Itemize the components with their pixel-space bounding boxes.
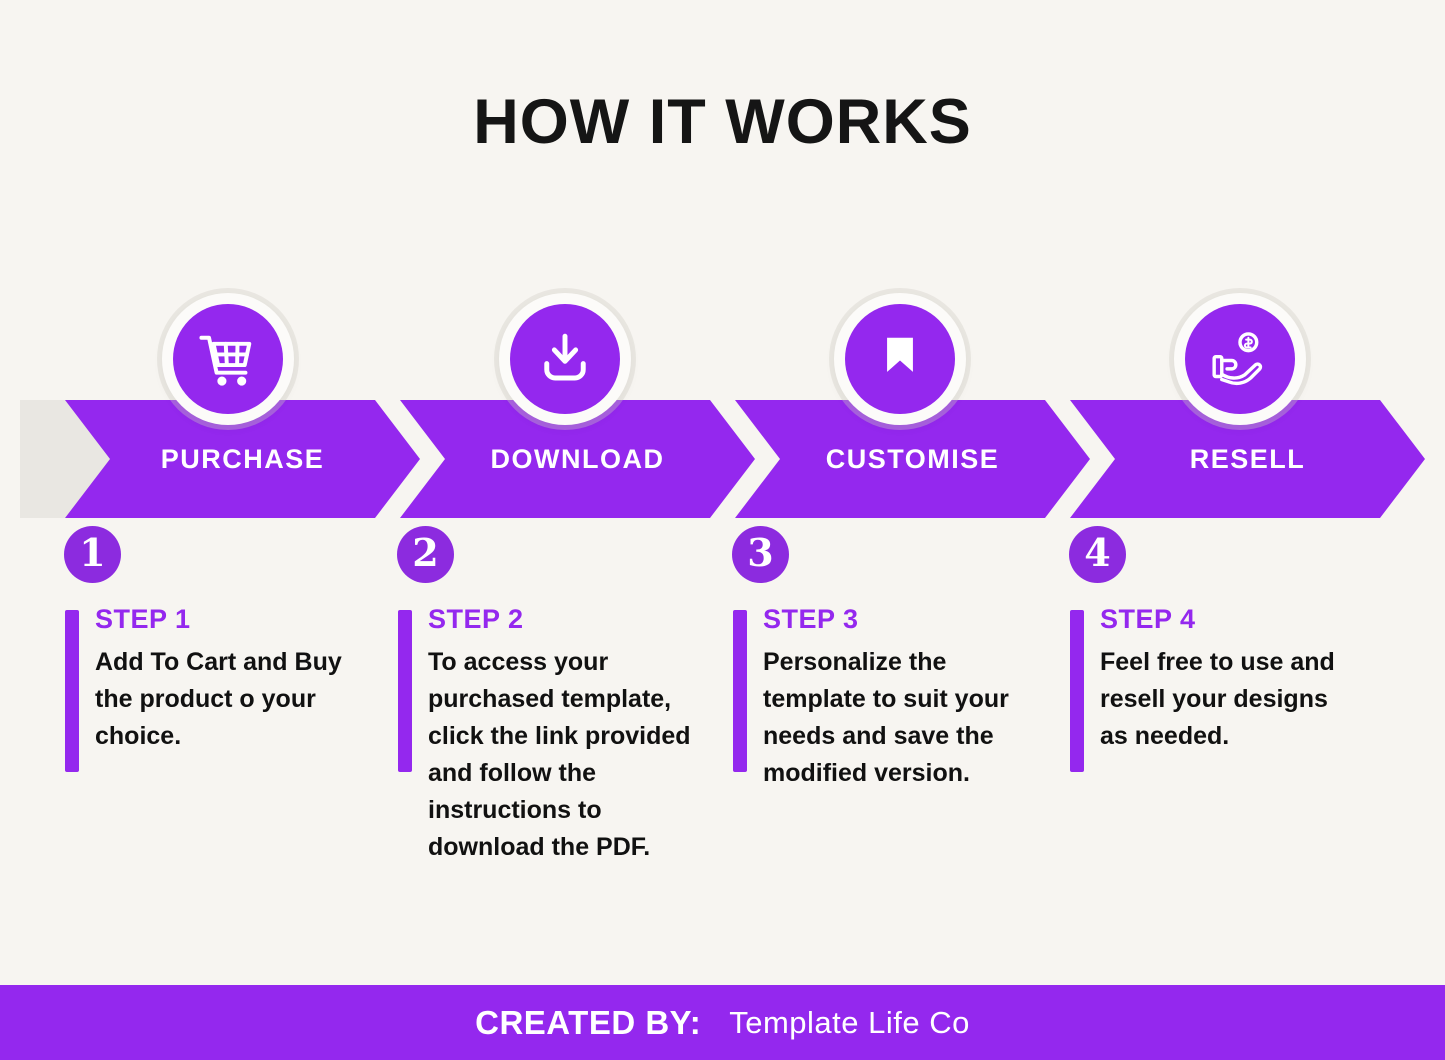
- footer-brand-name: Template Life Co: [729, 1004, 970, 1040]
- step-number-badge-1: 1: [64, 526, 121, 583]
- step-label-3: STEP 3: [763, 604, 859, 634]
- arrow-label-purchase: PURCHASE: [160, 443, 325, 474]
- icon-circle-download: [499, 293, 631, 425]
- step-accent-bar: [1070, 610, 1084, 772]
- step-number-badge-3: 3: [732, 526, 789, 583]
- hand-coin-icon: [1185, 304, 1295, 414]
- step-description-4: Feel free to use and resell your designs…: [1100, 648, 1335, 750]
- step-number-badge-2: 2: [397, 526, 454, 583]
- arrow-label-customise: CUSTOMISE: [825, 443, 1000, 474]
- step-label-2: STEP 2: [428, 604, 524, 634]
- step-label-4: STEP 4: [1100, 604, 1196, 634]
- step-number: 2: [412, 530, 439, 575]
- shopping-cart-icon: [173, 304, 283, 414]
- step-number: 3: [747, 530, 774, 575]
- download-icon: [510, 304, 620, 414]
- step-accent-bar: [65, 610, 79, 772]
- step-description-2: To access your purchased template, click…: [428, 648, 691, 861]
- step-description-3: Personalize the template to suit your ne…: [763, 648, 1009, 787]
- step-number: 1: [79, 530, 106, 575]
- step-accent-bar: [733, 610, 747, 772]
- icon-circle-purchase: [162, 293, 294, 425]
- page-title: HOW IT WORKS: [473, 87, 972, 157]
- step-number-badge-4: 4: [1069, 526, 1126, 583]
- footer-bar: CREATED BY: Template Life Co: [0, 985, 1445, 1060]
- footer-created-by-label: CREATED BY:: [475, 1003, 702, 1041]
- arrow-label-download: DOWNLOAD: [490, 443, 665, 474]
- bookmark-icon: [845, 304, 955, 414]
- arrow-banner-resell: RESELL: [1070, 400, 1425, 518]
- step-label-1: STEP 1: [95, 604, 191, 634]
- icon-circle-customise: [834, 293, 966, 425]
- step-accent-bar: [398, 610, 412, 772]
- arrow-label-resell: RESELL: [1189, 443, 1306, 474]
- step-number: 4: [1084, 530, 1111, 575]
- step-description-1: Add To Cart and Buy the product o your c…: [95, 648, 342, 750]
- icon-circle-resell: [1174, 293, 1306, 425]
